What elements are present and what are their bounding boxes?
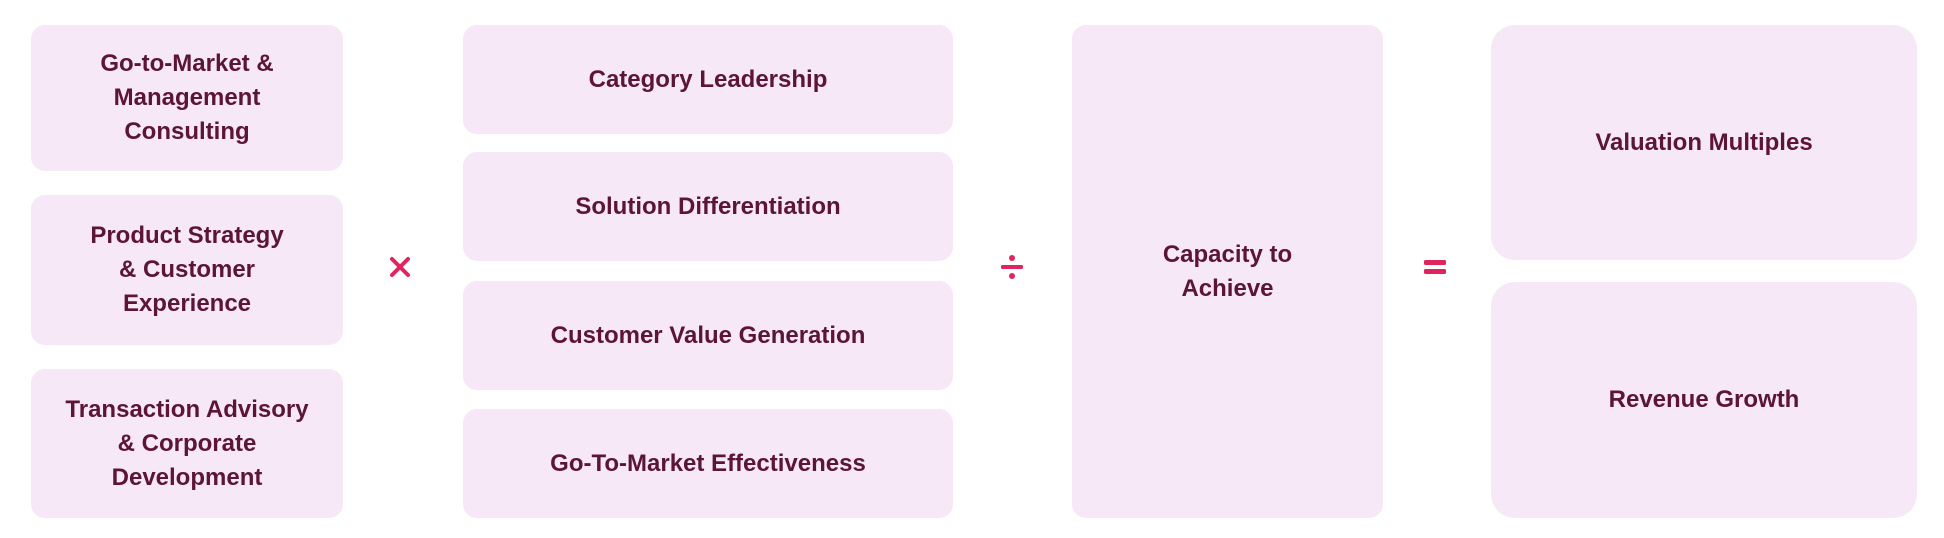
left-box-label: Go-to-Market & Management Consulting xyxy=(100,50,274,145)
left-box-gtm-consulting: Go-to-Market & Management Consulting xyxy=(31,25,343,171)
left-box-label: Product Strategy & Customer Experience xyxy=(90,222,284,317)
middle-box-label: Category Leadership xyxy=(588,65,828,93)
middle-box-gtm-effectiveness: Go-To-Market Effectiveness xyxy=(463,409,953,518)
multiply-icon xyxy=(380,247,420,287)
equals-icon xyxy=(1415,247,1455,287)
middle-box-label: Go-To-Market Effectiveness xyxy=(550,449,866,477)
divide-icon xyxy=(992,247,1032,287)
left-box-transaction-advisory: Transaction Advisory & Corporate Develop… xyxy=(31,369,343,518)
left-box-label: Transaction Advisory & Corporate Develop… xyxy=(65,395,309,491)
middle-box-label: Solution Differentiation xyxy=(575,192,841,220)
middle-box-solution-differentiation: Solution Differentiation xyxy=(463,152,953,261)
result-box-valuation-multiples: Valuation Multiples xyxy=(1491,25,1917,260)
middle-box-label: Customer Value Generation xyxy=(550,321,866,349)
capacity-box: Capacity to Achieve xyxy=(1072,25,1383,518)
capacity-label: Capacity to Achieve xyxy=(1162,240,1293,302)
result-box-label: Revenue Growth xyxy=(1608,386,1800,413)
left-box-product-strategy: Product Strategy & Customer Experience xyxy=(31,195,343,345)
result-box-label: Valuation Multiples xyxy=(1595,128,1813,156)
middle-box-category-leadership: Category Leadership xyxy=(463,25,953,134)
result-box-revenue-growth: Revenue Growth xyxy=(1491,282,1917,518)
middle-box-customer-value: Customer Value Generation xyxy=(463,281,953,390)
